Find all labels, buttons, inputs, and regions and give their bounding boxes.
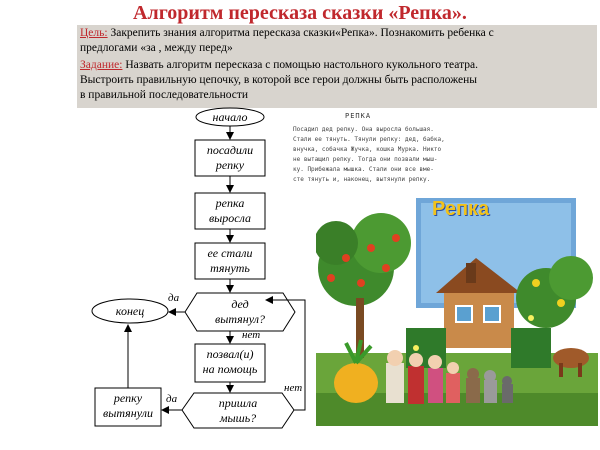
decision-grandpa-label-2: вытянул?	[215, 312, 265, 326]
yes-label-1: да	[168, 292, 180, 304]
slide-title: Алгоритм пересказа сказки «Репка».	[133, 2, 467, 24]
step-plant-label-1: посадили	[206, 143, 254, 157]
step-pulled-node	[94, 387, 162, 427]
step-pull-label-1: ее стали	[207, 246, 253, 260]
story-text: Посадил дед репку. Она выросла большая. …	[293, 125, 478, 185]
story-line: Посадил дед репку. Она выросла большая.	[293, 126, 434, 133]
task-label: Задание:	[80, 59, 123, 71]
no-label-1: нет	[242, 329, 261, 341]
step-grew-label-2: выросла	[208, 211, 252, 225]
story-line: сте тянуть и, наконец, вытянули репку.	[293, 176, 431, 183]
goal-label: Цель:	[80, 27, 108, 39]
yes-label-2: да	[166, 393, 178, 405]
goal-text-1: Закрепить знания алгоритма пересказа ска…	[107, 27, 494, 39]
step-help-node	[194, 343, 266, 383]
step-grew-label-1: репка	[215, 196, 245, 210]
goal-line-1: Цель: Закрепить знания алгоритма переска…	[80, 27, 494, 39]
task-text-1: Назвать алгоритм пересказа с помощью нас…	[122, 59, 478, 71]
start-label: начало	[212, 110, 248, 124]
decision-grandpa-label-1: дед	[231, 297, 249, 311]
step-help-label-2: на помощь	[202, 362, 258, 376]
task-line-2: Выстроить правильную цепочку, в которой …	[80, 74, 477, 86]
step-plant-label-2: репку	[215, 158, 245, 172]
info-box	[77, 25, 597, 108]
story-line: ку. Прибежала мышка. Стали они все вме-	[293, 166, 434, 173]
story-line: внучка, собачка Жучка, кошка Мурка. Никт…	[293, 146, 442, 153]
goal-line-2: предлогами «за , между перед»	[80, 42, 233, 54]
step-pulled-label-1: репку	[113, 391, 143, 405]
end-label: конец	[115, 304, 145, 318]
story-title: РЕПКА	[345, 112, 372, 120]
step-pulled-label-2: вытянули	[103, 406, 153, 420]
task-line-1: Задание: Назвать алгоритм пересказа с по…	[80, 59, 478, 71]
no-label-2: нет	[284, 382, 303, 394]
step-help-label-1: позвал(и)	[206, 347, 254, 361]
decision-mouse-label-1: пришла	[218, 396, 258, 410]
task-line-3: в правильной последовательности	[80, 89, 249, 101]
step-plant-node	[194, 139, 266, 177]
step-pull-label-2: тянуть	[210, 261, 250, 275]
decision-mouse-label-2: мышь?	[219, 411, 257, 425]
book-title: Репка	[432, 198, 490, 220]
step-pull-node	[194, 242, 266, 280]
puppet-theatre-photo	[316, 198, 598, 426]
puppet-theatre-illustration	[316, 198, 598, 426]
story-line: не вытащил репку. Тогда они позвали мыш-	[293, 156, 438, 163]
step-grew-node	[194, 192, 266, 230]
story-line: Стали ее тянуть. Тянули репку: дед, бабк…	[293, 136, 445, 143]
